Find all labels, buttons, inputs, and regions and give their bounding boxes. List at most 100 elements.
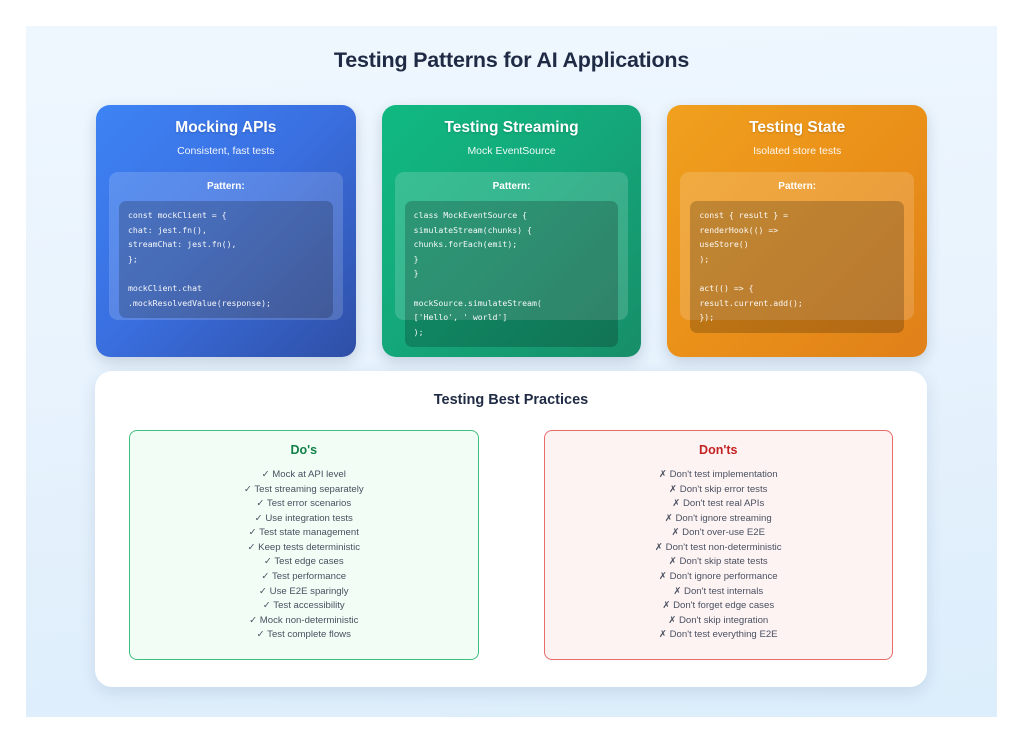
check-icon: ✓: [243, 483, 252, 495]
check-icon: ✓: [254, 512, 263, 524]
best-practices-panel: Testing Best Practices Do's ✓ Mock at AP…: [95, 371, 927, 687]
cross-icon: ✗: [664, 512, 673, 524]
list-item-label: Test streaming separately: [251, 483, 364, 495]
list-item-label: Don't test implementation: [666, 469, 778, 480]
list-item: ✓ Test streaming separately: [140, 483, 468, 498]
list-item-label: Test edge cases: [271, 556, 344, 568]
list-item: ✗ Don't forget edge cases: [555, 599, 883, 614]
pattern-label: Pattern:: [206, 181, 245, 192]
list-item: ✓ Test edge cases: [140, 555, 468, 570]
list-item-label: Don't over-use E2E: [679, 527, 766, 539]
list-item-label: Use integration tests: [262, 512, 353, 524]
donts-title: Don'ts: [699, 443, 738, 457]
list-item: ✗ Don't skip error tests: [555, 483, 883, 498]
list-item: ✓ Keep tests deterministic: [140, 541, 468, 556]
pattern-panel: Pattern: const { result } = renderHook((…: [680, 172, 915, 333]
list-item: ✓ Test error scenarios: [140, 497, 468, 512]
pattern-cards-row: Mocking APIs Consistent, fast tests Patt…: [26, 73, 997, 357]
list-item-label: Test error scenarios: [264, 498, 352, 510]
check-icon: ✓: [262, 600, 271, 612]
list-item: ✗ Don't ignore performance: [555, 570, 883, 585]
list-item: ✗ Don't test non-deterministic: [555, 541, 883, 556]
list-item-label: Don't forget edge cases: [670, 600, 775, 612]
card-title: Testing Streaming: [444, 119, 579, 136]
list-item: ✓ Use E2E sparingly: [140, 585, 468, 600]
cross-icon: ✗: [658, 629, 667, 641]
list-item-label: Don't skip error tests: [677, 483, 768, 495]
cross-icon: ✗: [662, 600, 671, 612]
pattern-panel: Pattern: const mockClient = { chat: jest…: [109, 172, 343, 320]
card-subtitle: Isolated store tests: [753, 145, 842, 157]
list-item-label: Test accessibility: [270, 600, 345, 612]
list-item: ✓ Mock non-deterministic: [140, 614, 468, 629]
list-item: ✗ Don't over-use E2E: [555, 526, 883, 541]
page-title: Testing Patterns for AI Applications: [333, 48, 690, 72]
list-item: ✗ Don't test real APIs: [555, 497, 883, 512]
cross-icon: ✗: [671, 527, 680, 539]
card-subtitle: Consistent, fast tests: [177, 145, 275, 157]
check-icon: ✓: [261, 571, 270, 583]
list-item-label: Don't ignore streaming: [672, 512, 772, 524]
pattern-label: Pattern:: [492, 181, 531, 192]
list-item: ✗ Don't ignore streaming: [555, 512, 883, 527]
check-icon: ✓: [258, 585, 267, 597]
dos-title: Do's: [290, 443, 318, 457]
card-title: Testing State: [749, 119, 846, 136]
list-item: ✓ Use integration tests: [140, 512, 468, 527]
check-icon: ✓: [256, 498, 265, 510]
list-item-label: Don't ignore performance: [666, 571, 778, 583]
list-item: ✓ Test performance: [140, 570, 468, 585]
list-item-label: Keep tests deterministic: [255, 541, 361, 553]
list-item: ✗ Don't skip integration: [555, 614, 883, 629]
list-item-label: Use E2E sparingly: [266, 585, 349, 597]
check-icon: ✓: [263, 556, 272, 568]
dos-column: Do's ✓ Mock at API level✓ Test streaming…: [129, 430, 479, 660]
list-item-label: Test performance: [269, 571, 347, 583]
list-item-label: Don't test real APIs: [680, 498, 765, 510]
card-title: Mocking APIs: [175, 119, 277, 136]
list-item-label: Don't skip state tests: [676, 556, 768, 568]
check-icon: ✓: [256, 629, 265, 641]
check-icon: ✓: [248, 527, 257, 539]
cross-icon: ✗: [668, 556, 677, 568]
cross-icon: ✗: [669, 483, 678, 495]
list-item: ✗ Don't test internals: [555, 585, 883, 600]
list-item-label: Test complete flows: [264, 629, 351, 641]
card-subtitle: Mock EventSource: [467, 145, 556, 157]
list-item-label: Mock non-deterministic: [257, 614, 359, 626]
check-icon: ✓: [249, 614, 258, 626]
list-item: ✓ Test accessibility: [140, 599, 468, 614]
dos-list: ✓ Mock at API level✓ Test streaming sepa…: [140, 468, 468, 643]
pattern-card-testing-state[interactable]: Testing State Isolated store tests Patte…: [667, 105, 928, 357]
code-block: const mockClient = { chat: jest.fn(), st…: [119, 201, 333, 319]
cross-icon: ✗: [673, 585, 682, 597]
list-item-label: Don't test non-deterministic: [662, 541, 782, 553]
infographic-root: Testing Patterns for AI Applications Moc…: [26, 26, 997, 717]
list-item-label: Don't skip integration: [676, 614, 769, 626]
pattern-card-mocking-apis[interactable]: Mocking APIs Consistent, fast tests Patt…: [96, 105, 356, 357]
code-block: const { result } = renderHook(() => useS…: [690, 201, 905, 333]
list-item: ✓ Test complete flows: [140, 628, 468, 643]
donts-column: Don'ts ✗ Don't test implementation✗ Don'…: [543, 430, 893, 660]
list-item: ✓ Test state management: [140, 526, 468, 541]
donts-list: ✗ Don't test implementation✗ Don't skip …: [555, 468, 883, 643]
cross-icon: ✗: [654, 541, 663, 553]
list-item: ✓ Mock at API level: [140, 468, 468, 483]
pattern-panel: Pattern: class MockEventSource { simulat…: [394, 172, 629, 348]
list-item: ✗ Don't test everything E2E: [555, 628, 883, 643]
list-item-label: Test state management: [256, 527, 359, 539]
pattern-card-testing-streaming[interactable]: Testing Streaming Mock EventSource Patte…: [381, 105, 642, 357]
best-practices-columns: Do's ✓ Mock at API level✓ Test streaming…: [129, 430, 893, 660]
cross-icon: ✗: [672, 498, 681, 510]
check-icon: ✓: [261, 469, 270, 480]
list-item-label: Don't test internals: [681, 585, 764, 597]
code-block: class MockEventSource { simulateStream(c…: [404, 201, 619, 348]
pattern-label: Pattern:: [778, 181, 817, 192]
best-practices-title: Testing Best Practices: [433, 392, 589, 408]
check-icon: ✓: [247, 541, 256, 553]
list-item: ✗ Don't test implementation: [555, 468, 883, 483]
list-item-label: Don't test everything E2E: [666, 629, 778, 641]
cross-icon: ✗: [668, 614, 677, 626]
list-item-label: Mock at API level: [269, 469, 346, 480]
list-item: ✗ Don't skip state tests: [555, 555, 883, 570]
